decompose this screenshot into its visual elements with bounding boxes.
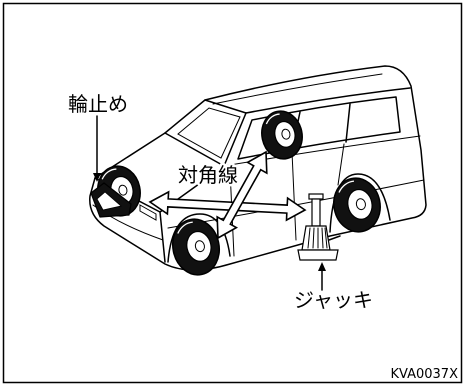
diagonal-arrow-rear-left-to-front-right [216, 150, 268, 240]
tread-highlight [177, 221, 193, 234]
rear-door-seam [291, 151, 297, 241]
jack-saddle [308, 193, 324, 200]
wheel-chock [90, 182, 132, 218]
jack-base [297, 249, 339, 261]
windshield [177, 107, 241, 159]
rear-door-edge [337, 143, 345, 186]
figure-code: KVA0037X [391, 367, 459, 382]
wheel-hub [355, 198, 366, 211]
jack-label: ジャッキ [294, 288, 373, 312]
tread-highlight [338, 180, 355, 193]
chock-pointer-head [93, 173, 101, 182]
diagonal-label: 対角線 [178, 163, 238, 187]
wheel-rear-right [333, 177, 381, 233]
jack-pointer-head [318, 262, 326, 271]
roof-front-edge [204, 99, 247, 114]
chock-pointer [93, 115, 101, 182]
wheel-hub [194, 240, 205, 253]
roof-rail [212, 73, 383, 105]
windshield-base [164, 132, 225, 167]
a-pillar [223, 112, 247, 167]
headlight-right [139, 204, 157, 221]
wheel-hub [281, 128, 291, 140]
jack-lever-socket [328, 235, 341, 241]
diagonal-arrow-front-left-to-rear-right [148, 190, 307, 222]
tread-highlight [265, 113, 280, 125]
front-corner-edge [159, 211, 166, 263]
jack [297, 193, 341, 261]
wheel-chock-label: 輪止め [68, 92, 128, 116]
wheel-front-right [172, 218, 220, 276]
roof-near-edge [245, 87, 411, 114]
jack-screw [311, 198, 321, 227]
jack-pointer [318, 262, 326, 291]
wheel-rear-left [261, 110, 303, 160]
chock-face [96, 191, 122, 211]
wheel-hub [118, 184, 128, 196]
tread-highlight [101, 168, 117, 180]
jack-body-hatching [307, 227, 328, 249]
c-pillar [345, 103, 351, 143]
